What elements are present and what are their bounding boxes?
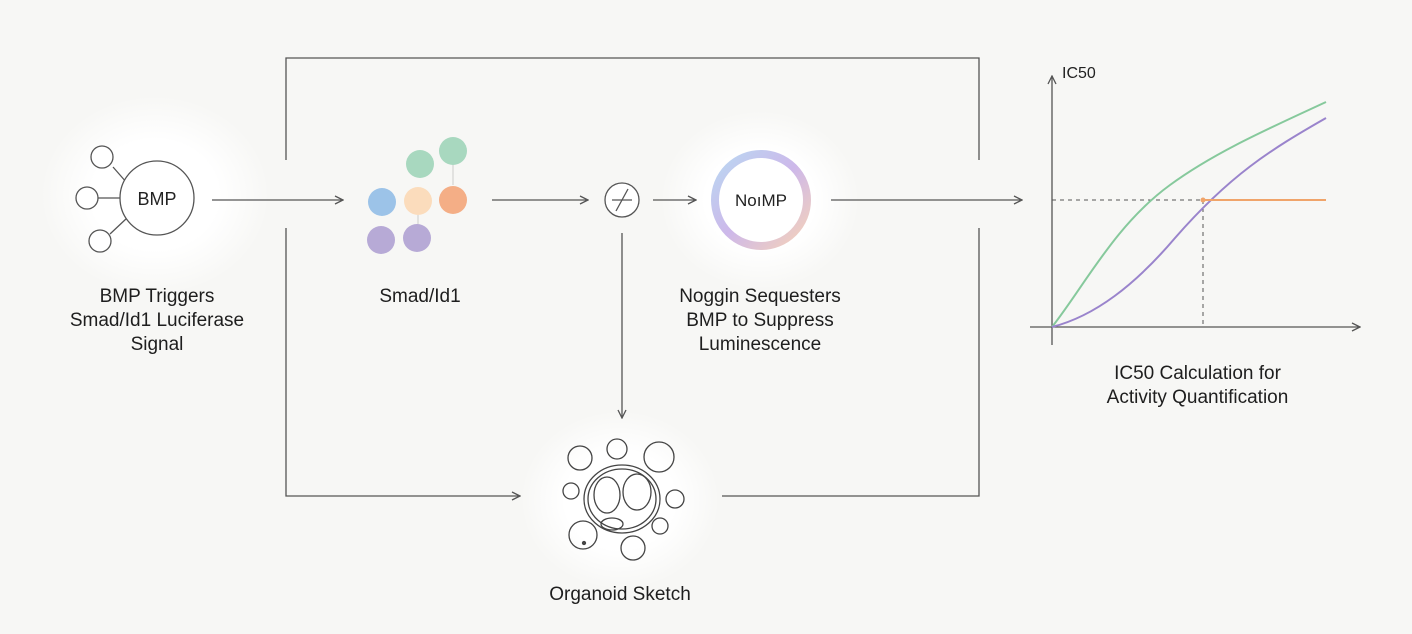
organoid-bud [620, 535, 646, 561]
smad-dot [403, 224, 431, 252]
ic50-axis-label: IC50 [1062, 65, 1096, 82]
ic50-caption: IC50 Calculation for Activity Quantifica… [1065, 362, 1330, 410]
organoid-speck [581, 540, 587, 546]
top-frame-line [285, 57, 980, 160]
bmp-caption-line: Smad/Id1 Luciferase [69, 310, 245, 331]
organoid-bud [643, 441, 675, 473]
bmp-satellite-circle [75, 186, 99, 210]
noggin-ring-node [711, 150, 811, 250]
bmp-satellite-circle [90, 145, 114, 169]
noggin-caption-line: BMP to Suppress [686, 310, 834, 331]
organoid-sketch [562, 438, 685, 561]
circle-slash-junction-icon [604, 182, 640, 218]
noggin-caption-line: Luminescence [698, 334, 822, 355]
ic50-point-marker [1200, 197, 1206, 203]
organoid-bud [562, 482, 580, 500]
organoid-cell [593, 476, 621, 514]
flow-arrows [212, 200, 1022, 418]
smad-dot [404, 187, 432, 215]
ic50-plot [1030, 76, 1360, 345]
ic50-caption-line: IC50 Calculation for [1114, 363, 1281, 384]
organoid-bud [606, 438, 628, 460]
organoid-cell [600, 517, 624, 531]
smad-dot [439, 186, 467, 214]
smad-dot [368, 188, 396, 216]
smad-caption: Smad/Id1 [379, 286, 461, 307]
bmp-caption-line: Signal [130, 334, 184, 355]
organoid-bud [665, 489, 685, 509]
ic50-caption-line: Activity Quantification [1106, 387, 1289, 408]
bmp-node [75, 145, 195, 253]
organoid-cell [622, 473, 652, 511]
organoid-body-inner [587, 468, 657, 530]
noggin-ring-label: NoıMP [735, 191, 787, 210]
organoid-bud [651, 517, 669, 535]
organoid-body [583, 464, 661, 534]
bmp-caption-line: BMP Triggers [99, 286, 215, 307]
smad-dot [367, 226, 395, 254]
ic50-curve-green [1051, 101, 1327, 328]
noggin-ring [711, 150, 811, 250]
organoid-bud [568, 520, 598, 550]
organoid-caption: Organoid Sketch [549, 584, 691, 605]
frame-lines [285, 57, 980, 497]
organoid-bud [567, 445, 593, 471]
smad-dot [439, 137, 467, 165]
ic50-curve-purple [1051, 117, 1327, 328]
bmp-caption: BMP Triggers Smad/Id1 Luciferase Signal [22, 285, 292, 357]
left-bottom-frame-arrow [285, 228, 520, 496]
smad-dot-cluster [367, 137, 467, 254]
noggin-caption: Noggin Sequesters BMP to Suppress Lumine… [630, 285, 890, 357]
smad-dot [406, 150, 434, 178]
bmp-satellite-circle [88, 229, 112, 253]
right-bottom-frame-line [722, 228, 980, 497]
bmp-branch-line [109, 217, 128, 235]
bmp-main-circle [119, 160, 195, 236]
bmp-circle-label: BMP [137, 189, 176, 209]
noggin-caption-line: Noggin Sequesters [679, 286, 841, 307]
